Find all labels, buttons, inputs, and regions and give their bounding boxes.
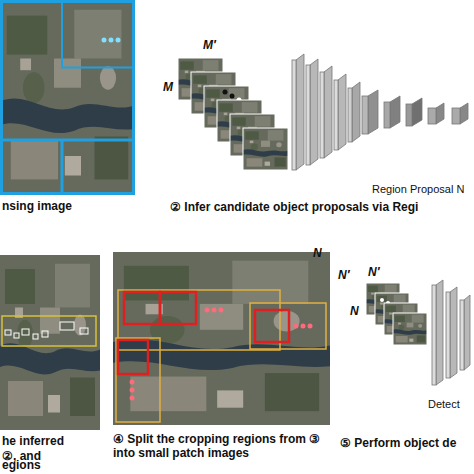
- detector-layers: [432, 280, 470, 385]
- caption-text: ④ Split the cropping regions from ③ into…: [113, 432, 323, 461]
- network-label: Detect: [428, 398, 460, 411]
- caption-text: ⑤ Perform object de: [340, 436, 470, 450]
- dimension-label: N: [350, 304, 359, 318]
- dimension-label: N′: [368, 265, 380, 279]
- network-label: Region Proposal N: [372, 183, 464, 196]
- caption-text: egions: [2, 458, 41, 472]
- dimension-label: M: [163, 80, 173, 94]
- dimension-label: M′: [203, 38, 216, 52]
- caption-text: nsing image: [2, 199, 72, 213]
- caption-text: he inferred: [2, 434, 64, 448]
- dimension-label: N: [313, 246, 322, 260]
- cropping-image: [113, 252, 330, 425]
- patch-stack: [366, 283, 427, 345]
- sensing-image: [0, 0, 135, 195]
- patch-stack: [178, 58, 288, 170]
- caption-text: ② Infer candidate object proposals via R…: [170, 200, 470, 214]
- dimension-label: N′: [338, 268, 350, 282]
- network-layers: [292, 54, 468, 170]
- proposal-image: [0, 255, 100, 430]
